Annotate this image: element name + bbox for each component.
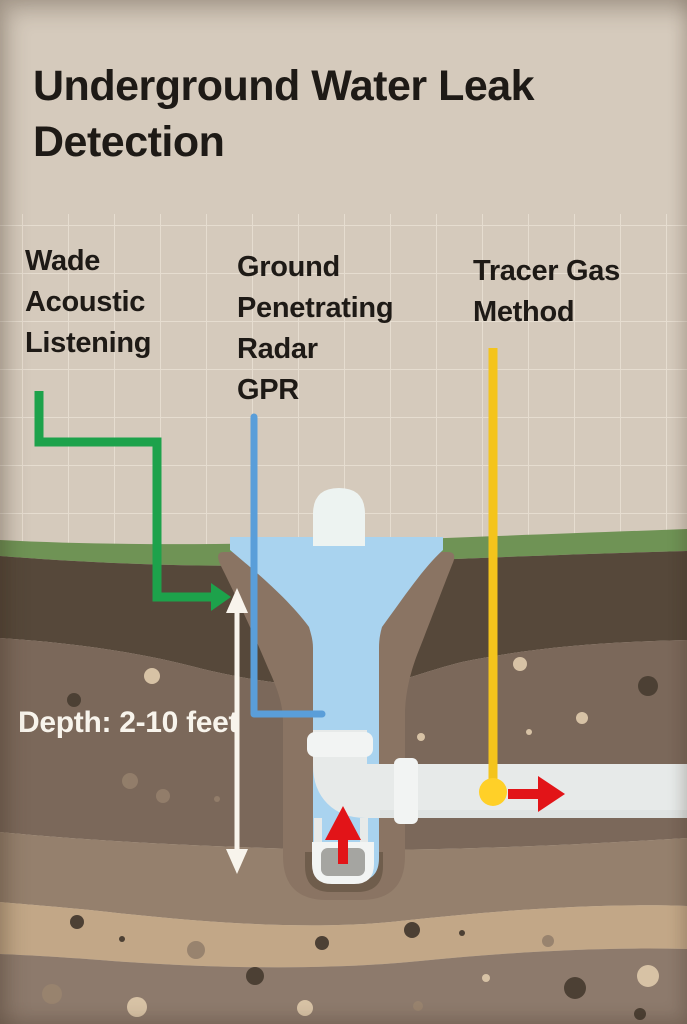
depth-arrow bbox=[226, 588, 248, 874]
method-label-line: Tracer Gas bbox=[473, 255, 620, 287]
method-label-tracer-gas: Tracer Gas Method bbox=[473, 251, 620, 333]
method-label-acoustic-listening: Wade Acoustic Listening bbox=[25, 241, 151, 364]
acoustic-probe-line bbox=[34, 391, 231, 611]
method-label-line: Radar bbox=[237, 333, 318, 365]
acoustic-arrowhead bbox=[211, 583, 231, 611]
pipe-collar bbox=[307, 732, 373, 757]
pipe-elbow bbox=[313, 730, 412, 818]
leak-water bbox=[230, 537, 443, 881]
pebbles-subsoil-mid bbox=[122, 773, 220, 803]
tracer-sensor-ball bbox=[479, 778, 507, 806]
marker-dome bbox=[313, 488, 365, 546]
pebbles-bottom-light bbox=[127, 965, 659, 1017]
method-label-line: Listening bbox=[25, 327, 152, 359]
depth-label: Depth: 2-10 feet bbox=[18, 706, 239, 739]
method-label-line: Method bbox=[473, 296, 575, 328]
leak-flow-right-arrow bbox=[508, 776, 565, 812]
pipe-coupling bbox=[394, 758, 418, 824]
tracer-probe-line bbox=[479, 348, 507, 806]
page-title-line-1: Underground Water Leak bbox=[33, 62, 535, 110]
method-label-line: Ground bbox=[237, 251, 340, 283]
sand-layer bbox=[0, 902, 687, 968]
pebbles-subsoil-dark bbox=[67, 676, 658, 707]
method-label-ground-penetrating-radar: Ground Penetrating Radar GPR bbox=[237, 247, 394, 411]
method-label-line: Acoustic bbox=[25, 286, 146, 318]
method-label-line: Penetrating bbox=[237, 292, 394, 324]
method-label-line: Wade bbox=[25, 245, 101, 277]
leak-flow-up-arrow bbox=[325, 806, 361, 864]
pebbles-sand-dark bbox=[70, 915, 646, 1020]
bottom-soil-layer bbox=[0, 948, 687, 1024]
pebbles-subsoil bbox=[144, 657, 588, 741]
pipe-horizontal-shade bbox=[380, 810, 687, 818]
page-title-line-2: Detection bbox=[33, 118, 225, 166]
page-title: Underground Water Leak Detection bbox=[33, 58, 535, 170]
gpr-probe-line bbox=[250, 413, 326, 718]
pebbles-sand-mid bbox=[42, 935, 554, 1011]
method-label-line: GPR bbox=[237, 374, 299, 406]
